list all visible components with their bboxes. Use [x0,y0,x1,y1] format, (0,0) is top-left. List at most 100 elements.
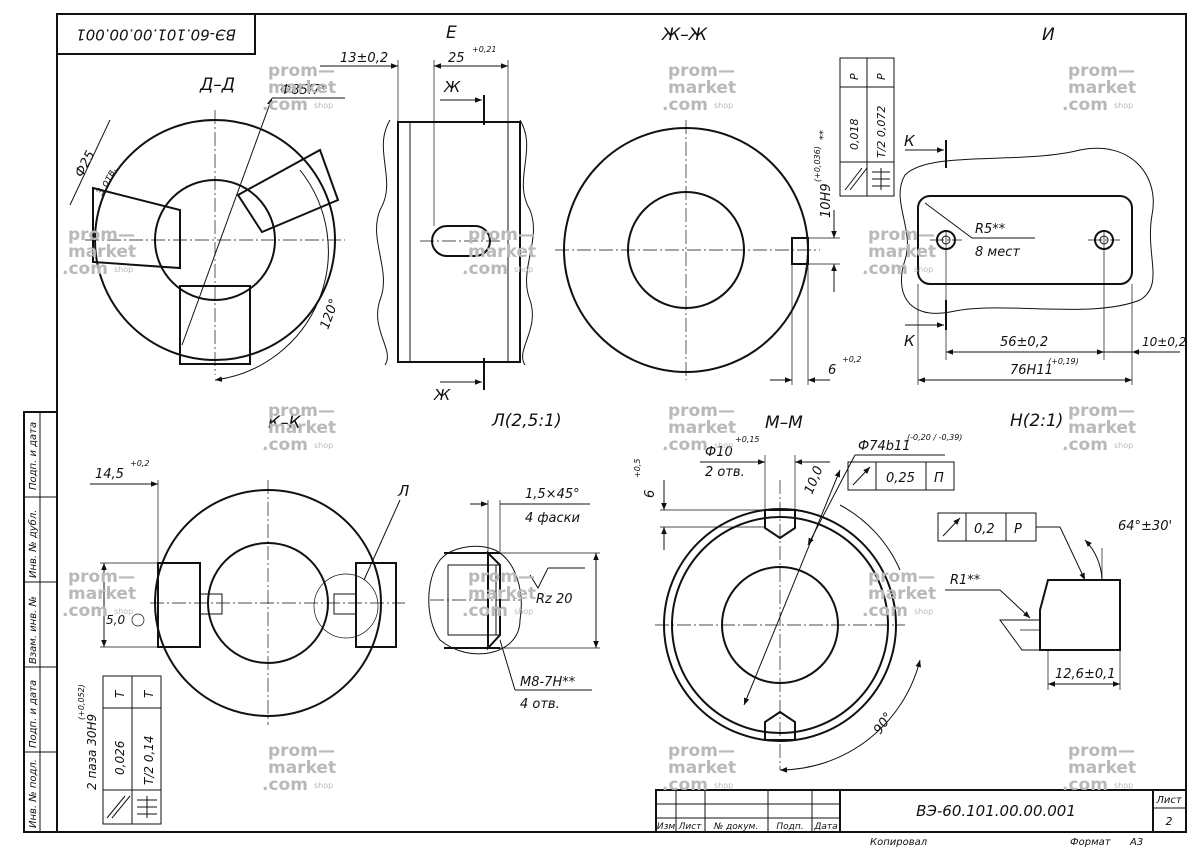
e-dim-25: 25 [448,51,465,66]
e-cut-bottom: Ж [433,386,451,404]
zh-depth: 6 [828,363,836,378]
kk-tol-row1-val: 0,026 [113,740,127,775]
sheet-label: Лист [1155,795,1183,806]
svg-text:market: market [68,584,136,604]
svg-text:shop: shop [1114,781,1133,790]
i-dim-76-tol: (+0,19) [1048,357,1079,366]
strip-label-5: Инв. № подл. [28,759,39,828]
kk-slots: 2 паза 30H9 [85,714,99,790]
zh-tol-row1-val: 0,018 [848,119,861,151]
view-i: И R5** 8 мест К К 56±0,2 10±0,2 76H11 (+… [899,25,1186,385]
mm-dim6-tol: +0,5 [633,459,642,478]
svg-text:prom—: prom— [1068,401,1135,421]
svg-text:shop: shop [514,607,533,616]
zh-tol-row1-base: P [848,73,861,80]
strip-label-4: Подп. и дата [28,680,39,748]
view-e-title: Е [446,23,457,43]
svg-text:market: market [1068,758,1136,778]
view-e: Е 13±0,2 25 +0,21 Ж Ж [320,23,534,404]
kk-slots-tol: (+0,052) [77,684,86,720]
n-angle: 64°±30' [1118,519,1172,534]
view-l: Л(2,5:1) 1,5×45° 4 фаски Rz 20 M8-7H** 4… [428,411,600,712]
col-sign: Подп. [776,822,803,832]
svg-text:market: market [668,78,736,98]
watermark-6: prom— market .com shop [862,225,936,279]
n-dim: 12,6±0,1 [1055,667,1116,682]
watermarks: prom— market .com shop prom— market .com… [62,61,1136,795]
format-label: Формат [1070,837,1112,848]
svg-text:.com: .com [62,259,108,279]
svg-text:prom—: prom— [68,225,135,245]
watermark-10: prom— market .com shop [62,567,136,621]
kk-dim-145: 14,5 [95,467,124,482]
view-i-title: И [1042,25,1055,45]
dd-hole-count: 3 отв. [95,165,119,197]
e-cut-top: Ж [443,78,461,96]
n-tol-base: P [1014,522,1022,537]
svg-text:market: market [668,418,736,438]
svg-text:market: market [1068,418,1136,438]
designation: ВЭ-60.101.00.00.001 [916,802,1076,820]
svg-text:shop: shop [1114,101,1133,110]
svg-text:market: market [868,242,936,262]
copied-label: Копировал [870,837,928,848]
dd-angle: 120° [318,297,343,332]
zh-keyway-tol: (+0,036) [813,146,822,182]
svg-text:.com: .com [662,95,708,115]
view-kk-title: К–К [268,413,302,433]
title-block: Изм Лист № докум. Подп. Дата ВЭ-60.101.0… [655,789,1187,848]
svg-text:.com: .com [662,435,708,455]
svg-text:market: market [268,758,336,778]
l-chamfer-count: 4 фаски [525,511,580,526]
mm-angle: 90° [871,710,897,737]
svg-text:.com: .com [662,775,708,795]
svg-text:prom—: prom— [268,61,335,81]
side-strip: Подп. и дата Инв. № дубл. Взам. инв. № П… [23,411,58,833]
svg-text:market: market [868,584,936,604]
svg-text:shop: shop [1114,441,1133,450]
i-radius: R5** [975,222,1006,237]
mm-tol-val: 0,25 [886,471,915,486]
strip-label-1: Подп. и дата [28,422,39,490]
svg-text:prom—: prom— [1068,61,1135,81]
mirrored-designation: ВЭ-60.101.00.00.001 [56,13,256,55]
col-date: Дата [813,822,837,832]
svg-text:.com: .com [1062,775,1108,795]
svg-text:prom—: prom— [668,401,735,421]
kk-tol-row1-base: T [113,689,127,698]
kk-dim-145-tol: +0,2 [130,459,149,468]
svg-text:ВЭ-60.101.00.00.001: ВЭ-60.101.00.00.001 [76,26,236,44]
svg-text:.com: .com [62,601,108,621]
svg-text:prom—: prom— [468,567,535,587]
svg-text:.com: .com [262,435,308,455]
kk-callout-l: Л [397,482,409,500]
svg-text:prom—: prom— [1068,741,1135,761]
svg-text:.com: .com [1062,95,1108,115]
l-chamfer: 1,5×45° [525,487,580,502]
watermark-1: prom— market .com shop [262,61,336,115]
svg-text:.com: .com [462,259,508,279]
l-thread-count: 4 отв. [520,697,560,712]
svg-text:prom—: prom— [868,225,935,245]
zh-depth-tol: +0,2 [842,355,861,364]
mm-holes2: 2 отв. [705,465,745,480]
svg-text:shop: shop [114,265,133,274]
view-l-title: Л(2,5:1) [491,411,562,431]
e-dim-25-tol: +0,21 [472,45,497,54]
svg-text:shop: shop [314,101,333,110]
svg-text:shop: shop [914,265,933,274]
watermark-11: prom— market .com shop [462,567,536,621]
mm-diam10: Ф10 [705,445,733,460]
mm-dim6: 6 [643,490,658,498]
n-tol-val: 0,2 [974,522,995,537]
dd-shaft-diam: Ф85f7* [280,83,328,98]
watermark-12: prom— market .com shop [862,567,936,621]
svg-text:shop: shop [514,265,533,274]
svg-text:shop: shop [314,781,333,790]
col-izm: Изм [657,822,676,832]
zh-keyway: 10H9 [819,183,834,218]
svg-text:shop: shop [714,781,733,790]
svg-text:.com: .com [862,601,908,621]
col-doc: № докум. [713,822,758,832]
